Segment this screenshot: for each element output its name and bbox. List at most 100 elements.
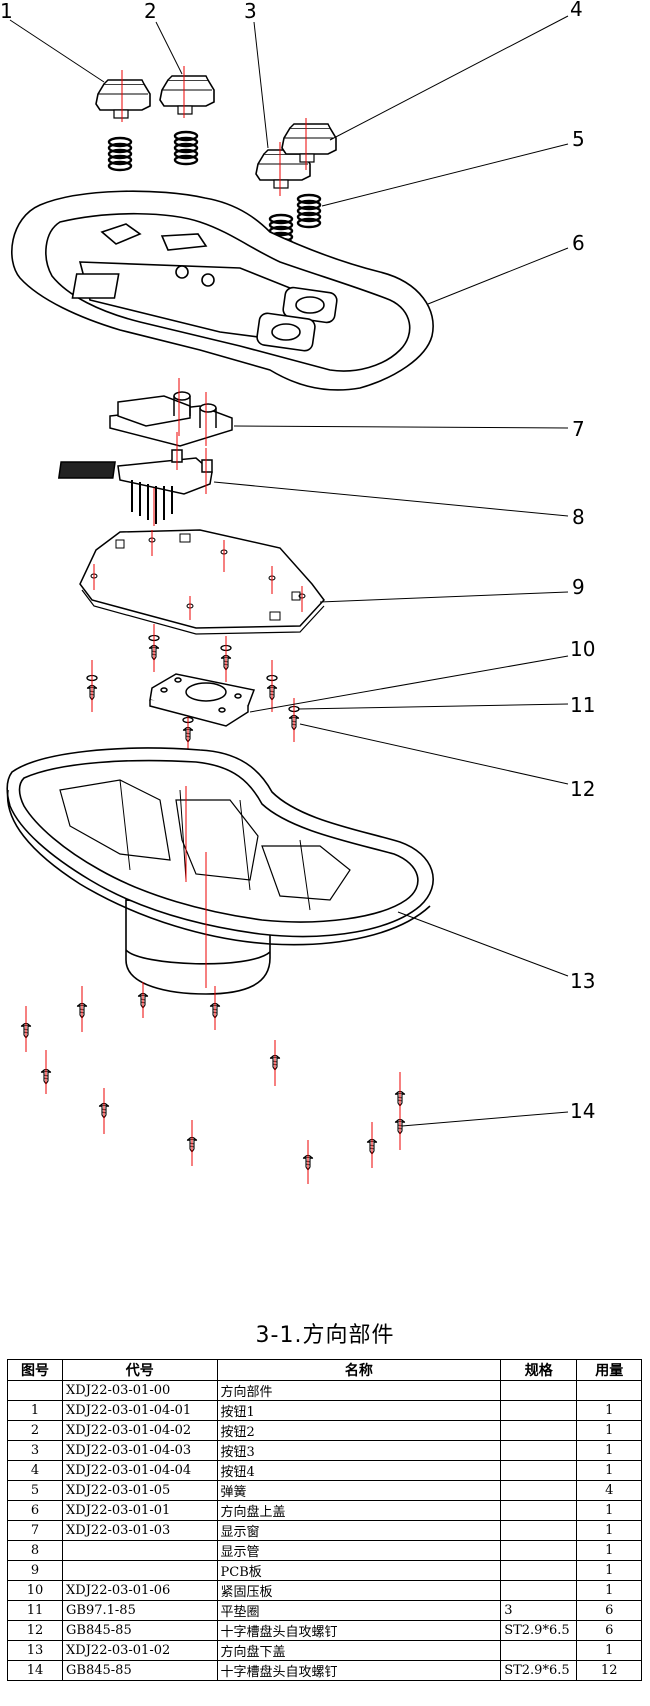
figure-title: 3-1.方向部件	[255, 1323, 395, 1348]
table-cell: 弹簧	[216, 1480, 502, 1501]
table-cell: 1	[576, 1460, 642, 1481]
table-cell: 1	[576, 1420, 642, 1441]
table-cell: XDJ22-03-01-01	[62, 1500, 218, 1521]
leader-lines	[9, 15, 569, 1127]
table-cell: 12	[6, 1620, 64, 1641]
pcb-board-part-9	[79, 529, 325, 635]
screw-part-12	[86, 624, 300, 752]
table-cell: 9	[6, 1560, 64, 1581]
table-cell	[500, 1580, 578, 1601]
table-cell: 1	[576, 1520, 642, 1541]
table-cell: XDJ22-03-01-03	[62, 1520, 218, 1541]
table-cell: 12	[576, 1660, 642, 1681]
table-cell: XDJ22-03-01-04-03	[62, 1440, 218, 1461]
table-cell: 按钮3	[216, 1440, 502, 1461]
table-cell: 14	[6, 1660, 64, 1681]
table-cell: ST2.9*6.5	[500, 1620, 578, 1641]
callout-12: 12	[570, 777, 595, 801]
table-cell: 10	[6, 1580, 64, 1601]
table-cell: 十字槽盘头自攻螺钉	[216, 1660, 502, 1681]
table-cell	[500, 1380, 578, 1401]
button-part-3	[255, 142, 311, 196]
table-cell: 1	[576, 1540, 642, 1561]
callout-numbers: 1 2 3 4 5 6 7 8 9 10 11 12 13 14	[0, 0, 595, 1123]
table-cell: XDJ22-03-01-04-02	[62, 1420, 218, 1441]
table-cell: 7	[6, 1520, 64, 1541]
table-cell: 2	[6, 1420, 64, 1441]
table-header-row: 图号 代号 名称 规格 用量	[6, 1359, 642, 1381]
table-cell: 方向盘上盖	[216, 1500, 502, 1521]
table-cell: 1	[576, 1560, 642, 1581]
screw-part-14	[20, 982, 406, 1184]
table-cell	[500, 1520, 578, 1541]
upper-cover-part-6	[11, 190, 434, 391]
button-part-4	[281, 118, 337, 170]
button-part-1	[95, 70, 151, 122]
button-part-2	[159, 66, 215, 118]
table-cell: 1	[6, 1400, 64, 1421]
callout-11: 11	[570, 693, 595, 717]
table-cell: XDJ22-03-01-04-04	[62, 1460, 218, 1481]
lower-cover-part-13	[6, 747, 434, 995]
exploded-assembly-diagram: 1 2 3 4 5 6 7 8 9 10 11 12 13 14	[0, 0, 595, 1184]
callout-9: 9	[572, 575, 585, 599]
table-cell: 方向盘下盖	[216, 1640, 502, 1661]
table-cell	[500, 1640, 578, 1661]
table-cell: 显示管	[216, 1540, 502, 1561]
table-cell	[500, 1440, 578, 1461]
callout-3: 3	[244, 0, 257, 23]
table-cell	[576, 1380, 642, 1401]
table-cell: 显示窗	[216, 1520, 502, 1541]
table-cell: 1	[576, 1440, 642, 1461]
header-code: 代号	[62, 1359, 218, 1381]
table-cell	[500, 1540, 578, 1561]
table-cell	[500, 1560, 578, 1581]
display-tube-part-8	[57, 432, 213, 526]
table-cell	[500, 1420, 578, 1441]
table-cell: PCB板	[216, 1560, 502, 1581]
table-cell	[62, 1560, 218, 1581]
table-cell: 3	[6, 1440, 64, 1461]
table-cell: 按钮2	[216, 1420, 502, 1441]
table-cell: 6	[6, 1500, 64, 1521]
table-cell: GB97.1-85	[62, 1600, 218, 1621]
table-cell: XDJ22-03-01-00	[62, 1380, 218, 1401]
table-cell	[500, 1460, 578, 1481]
callout-10: 10	[570, 637, 595, 661]
callout-6: 6	[572, 231, 585, 255]
header-spec: 规格	[500, 1359, 578, 1381]
table-cell	[500, 1480, 578, 1501]
table-row: 9 PCB板 1	[6, 1560, 642, 1581]
callout-7: 7	[572, 417, 585, 441]
table-cell: 11	[6, 1600, 64, 1621]
table-cell: 平垫圈	[216, 1600, 502, 1621]
table-cell: 十字槽盘头自攻螺钉	[216, 1620, 502, 1641]
table-cell: GB845-85	[62, 1620, 218, 1641]
table-cell: 方向部件	[216, 1380, 502, 1401]
callout-8: 8	[572, 505, 585, 529]
header-item-no: 图号	[6, 1359, 64, 1381]
table-cell: 4	[576, 1480, 642, 1501]
callout-5: 5	[572, 127, 585, 151]
display-window-part-7	[109, 378, 233, 447]
table-cell: 1	[576, 1580, 642, 1601]
table-cell: XDJ22-03-01-06	[62, 1580, 218, 1601]
table-cell: 按钮1	[216, 1400, 502, 1421]
table-cell: XDJ22-03-01-05	[62, 1480, 218, 1501]
table-cell: GB845-85	[62, 1660, 218, 1681]
table-cell: XDJ22-03-01-04-01	[62, 1400, 218, 1421]
table-cell: 13	[6, 1640, 64, 1661]
table-cell	[500, 1500, 578, 1521]
